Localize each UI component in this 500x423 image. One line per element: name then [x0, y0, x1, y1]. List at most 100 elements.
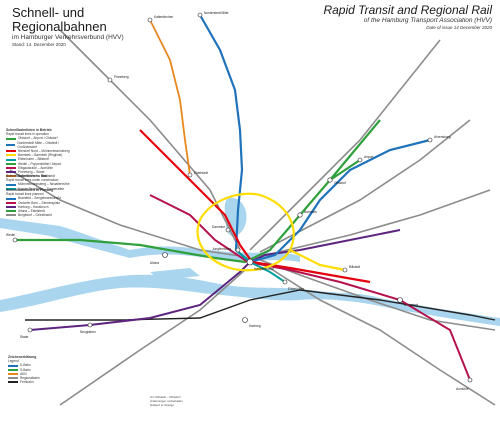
legend-planned: Schnellbahnlinien in Planung Rapid trans… — [6, 188, 76, 217]
legend-label: Barmbek – Barmbek (Ringlinie) — [18, 153, 63, 158]
station-jungfernstieg — [235, 247, 241, 253]
legend-label: Regionalbahn — [20, 376, 40, 381]
legend-label: AKN — [20, 371, 27, 376]
legend-under-construction: Schnellbahnlinien im Bau Rapid transit l… — [6, 174, 76, 191]
legend-row: Altona – Eidelstedt — [6, 209, 76, 213]
title-german: Schnell- und Regionalbahnen im Hamburger… — [12, 5, 152, 48]
footnote-3: Subject to change — [150, 403, 175, 407]
legend-row: Barmbek – Barmbek (Ringlinie) — [6, 153, 76, 157]
label-elbbruecken: Elbbrücken — [288, 287, 304, 291]
legend-label: Pinneberg – Stade — [18, 170, 45, 175]
legend-row: Bramfeld – Sengelmannstraße — [6, 196, 76, 200]
legend-row: Horner Rennbahn – Dannerallee — [6, 187, 76, 191]
legend-label: Wedel – Poppenbüttel / Airport — [18, 161, 62, 166]
legend-1-header: Schnellbahnlinien in Betrieb — [6, 128, 52, 132]
title-de-line3: Stand: 14. Dezember 2020 — [12, 42, 66, 47]
station-airport — [357, 157, 363, 163]
title-en-line1: Rapid Transit and Regional Rail — [323, 3, 492, 17]
label-aumuehle: Aumühle — [456, 387, 469, 391]
legend-swatch — [8, 381, 18, 384]
footnote-1: U1 Ohlstedt – Ohlsdorf — [150, 395, 181, 399]
label-hauptbahnhof: Hauptbahnhof — [254, 267, 274, 271]
label-ohlsdorf: Ohlsdorf — [334, 181, 346, 185]
legend-swatch — [8, 364, 18, 367]
legend-row: S-Bahn — [8, 368, 88, 372]
legend-swatch — [6, 137, 16, 140]
legend-label: Niendorf Nord – Mümmelmannsberg — [18, 149, 70, 154]
legend-swatch — [6, 205, 16, 208]
u2-line — [139, 129, 371, 284]
label-altona: Altona — [150, 261, 159, 265]
legend-2-header: Schnellbahnlinien im Bau — [6, 174, 48, 178]
label-bergedorf: Bergedorf — [404, 303, 418, 307]
akn-line — [149, 19, 191, 176]
legend-3-header: Schnellbahnlinien in Planung — [6, 188, 54, 192]
s3-line — [29, 229, 401, 331]
title-de-line2: im Hamburger Verkehrsverbund (HVV) — [12, 34, 124, 41]
legend-bottom-header: Zeichenerklärung — [8, 355, 37, 359]
elbe-river — [0, 274, 500, 326]
legend-swatch — [6, 210, 16, 213]
title-de-line1: Schnell- und Regionalbahnen — [12, 5, 107, 34]
station-norderstedt — [197, 12, 203, 18]
legend-label: Elbgaustraße – Aumühle — [18, 165, 53, 170]
legend-swatch — [8, 368, 18, 371]
title-english: Rapid Transit and Regional Rail of the H… — [322, 3, 492, 31]
label-norderstedt: Norderstedt Mitte — [204, 11, 229, 15]
title-en-line3: Date of issue 14 December 2020 — [426, 25, 492, 30]
legend-swatch — [6, 166, 16, 169]
label-billstedt: Billstedt — [349, 265, 360, 269]
s1-line — [15, 119, 381, 264]
legend-label: Fernbahn — [20, 380, 34, 385]
legend-label: Bergedorf – Geesthacht — [18, 213, 52, 218]
legend-label: Bramfeld – Sengelmannstraße — [18, 196, 62, 201]
legend-swatch — [6, 162, 16, 165]
legend-row: Ohlsdorf – Airport / Ohlsdorf — [6, 136, 76, 140]
station-neugraben — [87, 322, 93, 328]
legend-swatch — [8, 377, 18, 380]
station-barmbek — [297, 212, 303, 218]
legend-label: Elbbrücken – Billstedt — [18, 157, 49, 162]
legend-row: Pinneberg – Stade — [6, 170, 76, 174]
title-en-line2: of the Hamburg Transport Association (HV… — [363, 17, 492, 24]
elbe-west — [0, 218, 130, 258]
legend-swatch — [6, 201, 16, 204]
legend-swatch — [6, 143, 16, 146]
label-harburg: Harburg — [249, 324, 261, 328]
footnote-2: Änderungen vorbehalten — [150, 399, 183, 403]
station-dammtor — [225, 227, 231, 233]
u3-line — [196, 192, 346, 272]
label-kaltenkirchen: Kaltenkirchen — [154, 15, 174, 19]
station-bergedorf — [397, 297, 403, 303]
station-eidelstedt — [187, 172, 193, 178]
station-harburg — [242, 317, 248, 323]
legend-1-header-en: Rapid transit lines in operation — [6, 132, 49, 137]
legend-bottom-header-en: Legend — [8, 359, 19, 364]
harbour-basin — [150, 268, 200, 280]
legend-2-header-en: Rapid transit lines under construction — [6, 178, 59, 183]
label-dammtor: Dammtor — [212, 225, 226, 229]
label-eidelstedt: Eidelstedt — [194, 171, 208, 175]
legend-label: Osdorfer Born – Siemersplatz — [18, 200, 60, 205]
station-altona — [162, 252, 168, 258]
footnotes: U1 Ohlstedt – Ohlsdorf Änderungen vorbeh… — [150, 395, 270, 407]
station-ohlsdorf — [327, 177, 333, 183]
legend-label: S-Bahn — [20, 367, 31, 372]
legend-label: Mümmelmannsberg – Neuallermöhe — [18, 182, 70, 187]
legend-row: Niendorf Nord – Mümmelmannsberg — [6, 149, 76, 153]
station-stade — [27, 327, 33, 333]
station-hauptbahnhof — [246, 258, 254, 266]
u4-line — [235, 249, 286, 283]
legend-swatch — [8, 372, 18, 375]
station-billstedt — [342, 267, 348, 273]
legend-swatch — [6, 214, 16, 217]
legend-3-header-en: Rapid transit lines planned — [6, 192, 44, 197]
station-wedel — [12, 237, 18, 243]
station-pinneberg — [107, 77, 113, 83]
